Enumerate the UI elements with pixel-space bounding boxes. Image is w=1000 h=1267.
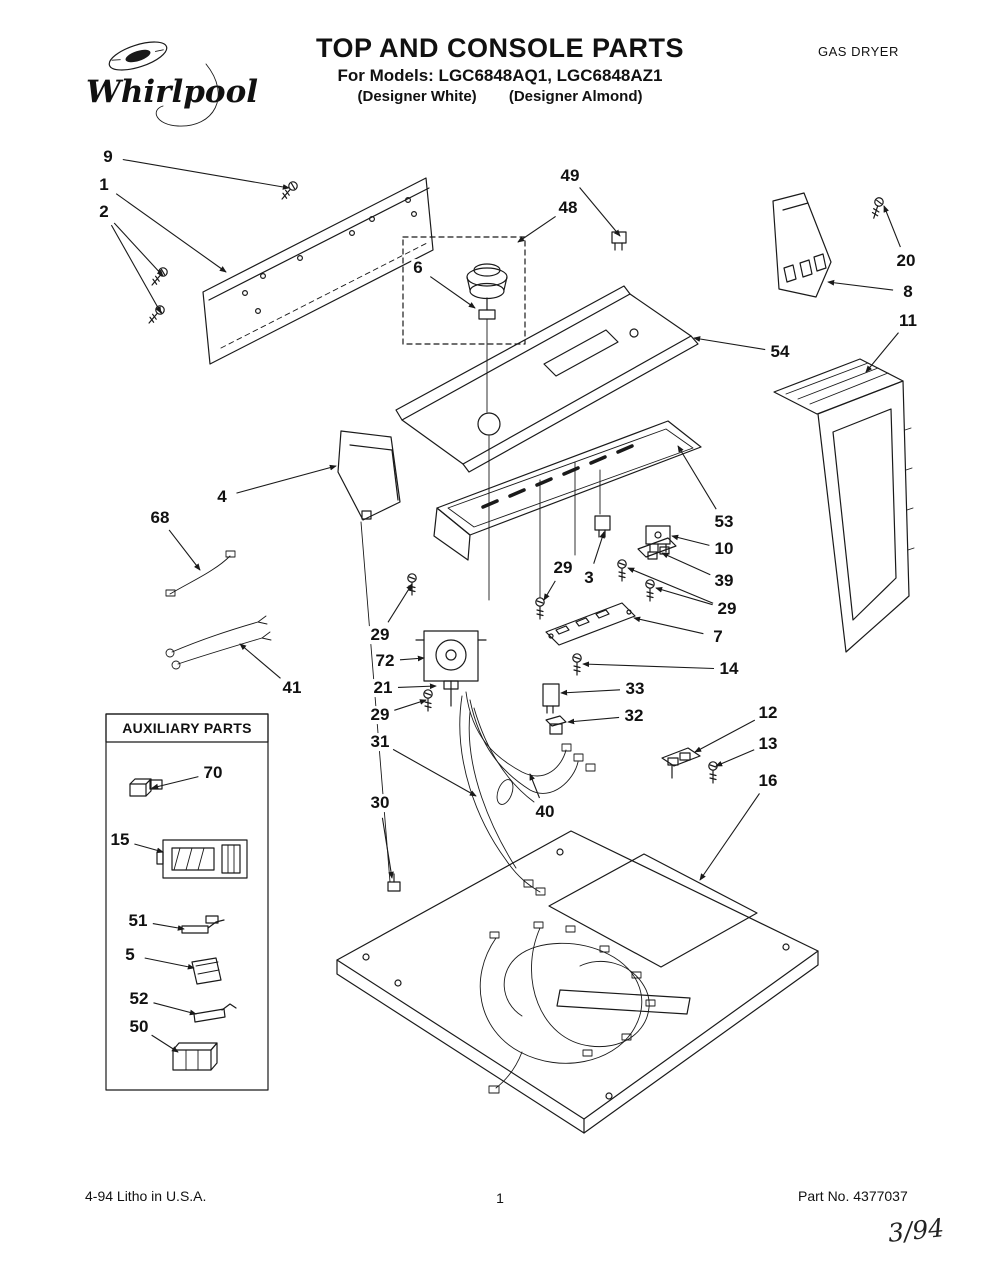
whirlpool-logo: Whirlpool <box>86 41 258 127</box>
switch-part-3 <box>594 515 611 538</box>
top-panel <box>336 830 819 1134</box>
end-cap-left <box>337 430 401 521</box>
aux-part-5 <box>191 957 222 985</box>
switch-part-10 <box>645 525 671 553</box>
rear-console-bracket <box>202 177 434 365</box>
jumper-wire-68 <box>165 550 236 597</box>
aux-part-15 <box>156 839 248 879</box>
auxiliary-parts-title: AUXILIARY PARTS <box>122 720 252 736</box>
timer-part-72 <box>415 630 487 707</box>
finish-line: (Designer White) (Designer Almond) <box>0 88 1000 105</box>
wire-harness-upper <box>459 691 596 896</box>
clip-part-30 <box>387 873 401 892</box>
aux-part-52 <box>193 1003 237 1023</box>
auxiliary-parts-box <box>105 713 269 1091</box>
aux-part-50 <box>172 1042 218 1071</box>
page-number: 1 <box>496 1190 504 1206</box>
alignment-lines <box>360 318 601 883</box>
leader-lines <box>110 158 901 1053</box>
page-title: TOP AND CONSOLE PARTS <box>315 33 685 63</box>
aux-part-70 <box>129 778 163 797</box>
timer-knob <box>466 263 508 320</box>
part-number: Part No. 4377037 <box>798 1188 908 1204</box>
bracket-part-12 <box>661 747 701 779</box>
knob-detail-box <box>402 236 526 345</box>
finish-white: (Designer White) <box>357 88 477 105</box>
switch-part-33 <box>542 683 560 714</box>
clip-part-32 <box>545 715 567 735</box>
models-line: For Models: LGC6848AQ1, LGC6848AZ1 <box>337 66 663 85</box>
console-panel <box>395 285 699 473</box>
plate-part-7 <box>545 602 636 646</box>
console-back-panel <box>433 420 702 561</box>
lead-wires-41 <box>165 615 272 670</box>
handwritten-mark: 3/94 <box>886 1213 946 1248</box>
brand-name: Whirlpool <box>86 74 258 110</box>
litho-note: 4-94 Litho in U.S.A. <box>85 1188 207 1204</box>
screws <box>145 179 885 784</box>
finish-almond: (Designer Almond) <box>508 88 643 105</box>
rear-cover-grille <box>773 358 915 653</box>
end-cap-right <box>772 192 832 298</box>
aux-part-51 <box>181 915 225 934</box>
product-type-label: GAS DRYER <box>818 44 899 59</box>
wire-harness-lower <box>479 921 656 1094</box>
